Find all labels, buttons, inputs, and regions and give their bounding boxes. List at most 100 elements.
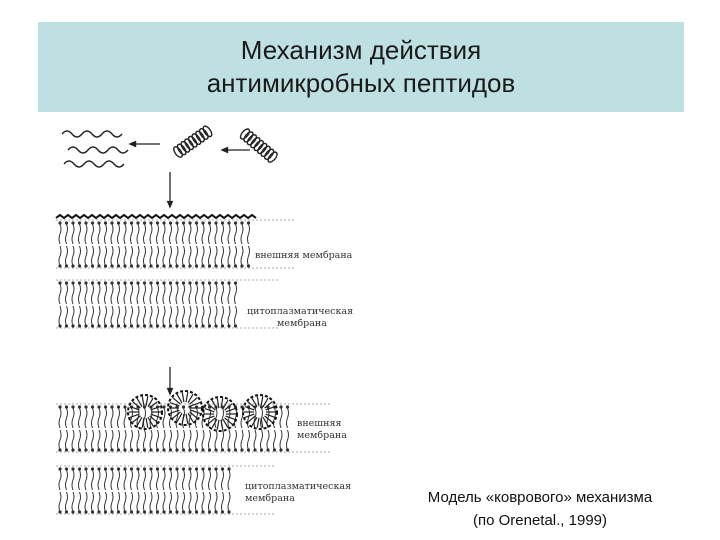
outer-membrane-top-lipid-lower: [110, 245, 114, 267]
outer-membrane-top-lipid-upper: [182, 223, 185, 245]
peptide-micelles: [127, 390, 278, 432]
outer-membrane-top-lipid-upper: [156, 223, 159, 245]
cyto-membrane-bottom-lipid-lower: [195, 491, 198, 513]
micelle-peptide-ring: [127, 394, 163, 430]
outer-membrane-bottom-lipid-upper: [286, 407, 289, 429]
outer-membrane-bottom-lipid-upper: [104, 407, 107, 429]
cyto-membrane-top-lipid-lower: [136, 305, 140, 327]
cyto-membrane-top-lipid-upper: [78, 283, 81, 305]
cyto-membrane-bottom-lipid-upper: [130, 469, 133, 491]
cyto-membrane-bottom-lipid-upper: [162, 469, 166, 491]
peptide-helix-1-turn: [191, 133, 202, 146]
outer-membrane-bottom-lipid-lower: [253, 429, 257, 451]
cyto-membrane-bottom-lipid-lower: [117, 491, 120, 513]
cyto-membrane-bottom-head-upper: [220, 467, 225, 471]
outer-membrane-bottom-lipid-upper: [97, 407, 101, 429]
outer-membrane-bottom-lipid-upper: [279, 407, 283, 429]
cyto-membrane-bottom-head-upper: [123, 467, 127, 471]
cyto-membrane-top-lipid-upper: [84, 283, 88, 305]
outer-membrane-top-head-lower: [181, 264, 186, 268]
cyto-membrane-bottom-lipid-lower: [162, 491, 166, 513]
outer-membrane-top-lipid-lower: [214, 245, 218, 267]
micelle-lipid: [181, 413, 185, 424]
cyto-membrane-top-lipid-lower: [78, 305, 81, 327]
outer-membrane-bottom-lipid-lower: [201, 429, 205, 451]
cyto-membrane-bottom-head-lower: [188, 510, 192, 514]
outer-membrane-top-lipid-upper: [71, 223, 75, 245]
cyto-membrane-bottom-head-lower: [175, 510, 179, 514]
cyto-membrane-bottom-head-upper: [84, 467, 88, 471]
cyto-membrane-bottom-lipid-lower: [175, 491, 179, 513]
title-banner: Механизм действия антимикробных пептидов: [38, 22, 684, 112]
cyto-membrane-bottom-lipid-lower: [143, 491, 146, 513]
caption-line-1: Модель «коврового» механизма: [427, 489, 653, 506]
cyto-membrane-top-lipid-lower: [149, 305, 153, 327]
cyto-membrane-bottom-head-lower: [136, 510, 140, 514]
outer-membrane-top-lipid-lower: [247, 245, 250, 267]
micelle-lipid: [204, 407, 215, 413]
cyto-membrane-bottom-head-lower: [168, 510, 173, 514]
outer-membrane-bottom-lipid-upper: [71, 407, 75, 429]
outer-membrane-top-head-upper: [110, 221, 114, 225]
cyto-membrane-bottom-head-upper: [64, 467, 69, 471]
cyto-membrane-top-head-upper: [181, 281, 186, 285]
outer-membrane-top-lipid-upper: [104, 223, 107, 245]
outer-membrane-top-lipid-lower: [227, 245, 231, 267]
cyto-membrane-bottom-head-upper: [214, 467, 218, 471]
cyto-membrane-top-head-upper: [71, 281, 75, 285]
cyto-membrane-top-lipid-upper: [97, 283, 101, 305]
cyto-membrane-top-lipid-upper: [175, 283, 179, 305]
cyto-membrane-bottom-lipid-upper: [78, 469, 81, 491]
label-outer-membrane-bottom-2: мембрана: [297, 430, 347, 441]
label-outer-membrane-top: внешняя мембрана: [255, 250, 353, 261]
outer-membrane-bottom-head-upper: [71, 405, 75, 409]
cyto-membrane-bottom-lipid-upper: [214, 469, 218, 491]
cyto-membrane-bottom-head-upper: [142, 467, 147, 471]
cyto-membrane-bottom-lipid-upper: [110, 469, 114, 491]
outer-membrane-top-lipid-lower: [195, 245, 198, 267]
outer-membrane-top-head-lower: [168, 264, 173, 268]
outer-membrane-top-lipid-upper: [117, 223, 120, 245]
peptide-helix-1: [173, 125, 213, 158]
label-cyto-membrane-top-2: мембрана: [277, 318, 327, 329]
cyto-membrane-bottom-lipid-lower: [71, 491, 75, 513]
membrane-layers: [55, 213, 330, 515]
outer-membrane-bottom-head-upper: [58, 405, 62, 409]
peptide-helix-2: [239, 128, 278, 163]
cyto-membrane-top-head-upper: [149, 281, 153, 285]
cyto-membrane-bottom-head-lower: [58, 510, 62, 514]
cyto-membrane-top-lipid-upper: [208, 283, 211, 305]
micelle-lipid: [207, 403, 216, 411]
micelle-lipid: [224, 403, 233, 411]
outer-membrane-top-head-lower: [90, 264, 95, 268]
cyto-membrane-bottom-head-lower: [97, 510, 101, 514]
micelle-lipid: [169, 401, 180, 407]
micelle-peptide-ring: [242, 394, 278, 430]
outer-membrane-bottom: [56, 403, 330, 453]
cyto-membrane-top-head-lower: [181, 324, 186, 328]
cyto-membrane-top-head-lower: [207, 324, 212, 328]
outer-membrane-bottom-lipid-lower: [130, 429, 133, 451]
micelle-lipid: [207, 417, 216, 425]
outer-membrane-bottom-lipid-lower: [123, 429, 127, 451]
outer-membrane-bottom-lipid-lower: [71, 429, 75, 451]
cyto-membrane-top-lipid-upper: [195, 283, 198, 305]
outer-membrane-top-head-upper: [214, 221, 218, 225]
cyto-membrane-top-head-upper: [129, 281, 134, 285]
cyto-membrane-bottom-head-lower: [142, 510, 147, 514]
cyto-membrane-top-lipid-lower: [91, 305, 94, 327]
outer-membrane-bottom-lipid-lower: [279, 429, 283, 451]
cyto-membrane-bottom-head-upper: [155, 467, 160, 471]
cyto-membrane-top-head-lower: [175, 324, 179, 328]
outer-membrane-top: [55, 213, 295, 269]
outer-membrane-bottom-head-lower: [97, 448, 101, 452]
cyto-membrane-bottom-lipid-upper: [65, 469, 68, 491]
cyto-membrane-bottom-lipid-lower: [201, 491, 205, 513]
slide-title-line-2: антимикробных пептидов: [206, 68, 516, 98]
outer-membrane-top-lipid-upper: [175, 223, 179, 245]
outer-membrane-top-head-upper: [220, 221, 225, 225]
outer-membrane-bottom-lipid-lower: [97, 429, 101, 451]
outer-membrane-top-head-upper: [71, 221, 75, 225]
cyto-membrane-top-head-upper: [136, 281, 140, 285]
outer-membrane-bottom-lipid-upper: [247, 407, 250, 429]
